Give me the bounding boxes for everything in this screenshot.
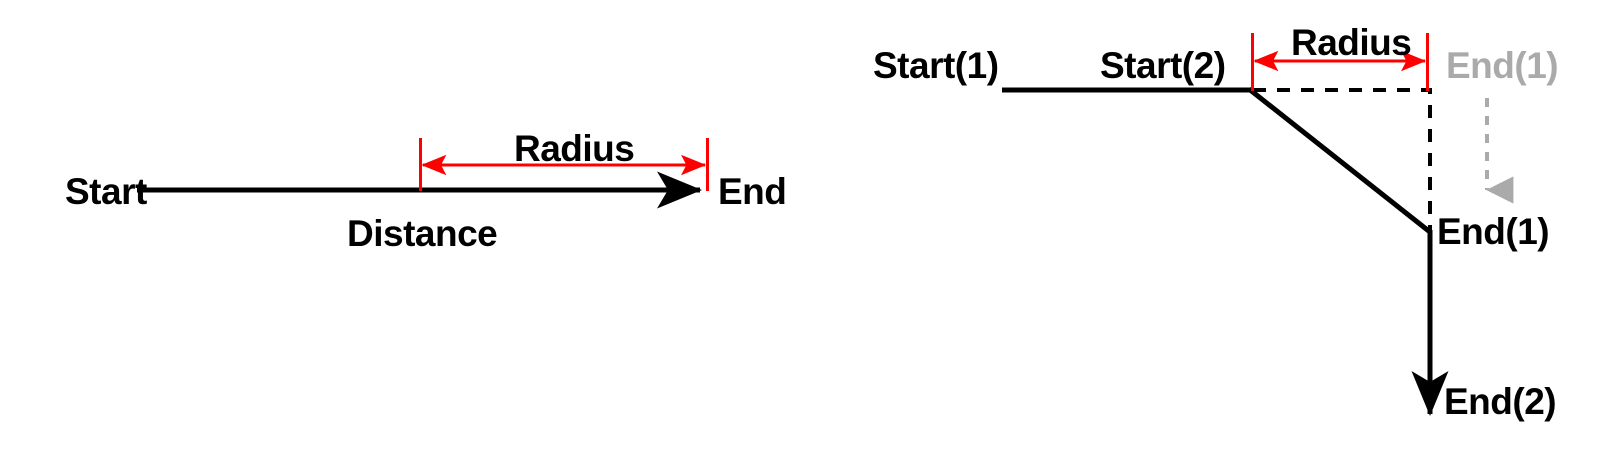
construction-dashed-corner bbox=[1253, 88, 1432, 232]
label-end-2: End(2) bbox=[1444, 381, 1557, 422]
path-segment-diagonal bbox=[1247, 87, 1432, 234]
label-end-1: End(1) bbox=[1437, 211, 1550, 252]
label-radius-left: Radius bbox=[514, 128, 635, 169]
label-radius-right: Radius bbox=[1291, 22, 1412, 63]
label-start: Start bbox=[65, 171, 147, 212]
label-start-1: Start(1) bbox=[873, 45, 999, 86]
label-end: End bbox=[718, 171, 787, 212]
label-distance: Distance bbox=[347, 213, 498, 254]
left-panel-graphics bbox=[137, 138, 709, 209]
label-end-1-ghost: End(1) bbox=[1446, 45, 1559, 86]
label-start-2: Start(2) bbox=[1100, 45, 1226, 86]
right-panel-graphics bbox=[1002, 33, 1514, 416]
